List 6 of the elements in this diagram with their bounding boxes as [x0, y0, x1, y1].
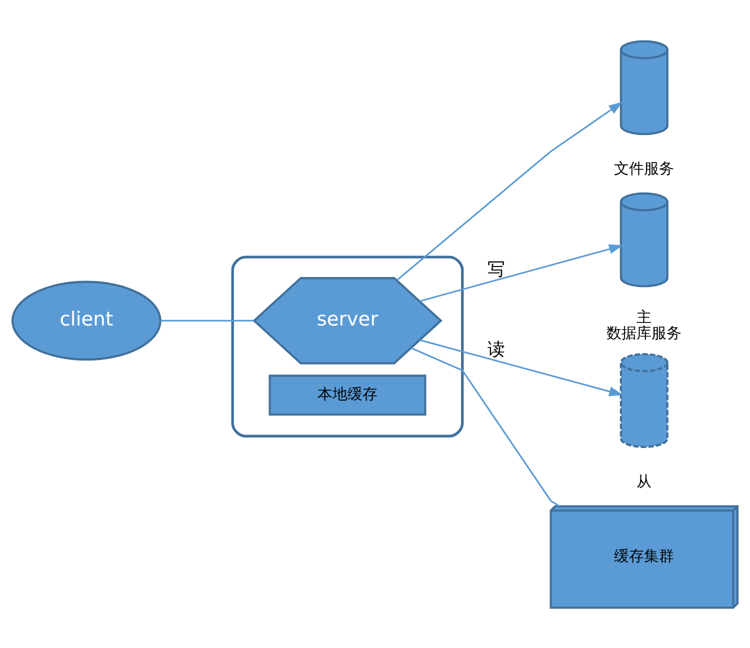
node-label: 数据库服务 [606, 324, 682, 342]
node-label: 从 [636, 472, 652, 490]
node-label: 主 [636, 308, 652, 326]
node-label: 文件服务 [614, 159, 674, 178]
edge-label: 读 [487, 340, 504, 360]
edge-label: 写 [487, 260, 504, 280]
